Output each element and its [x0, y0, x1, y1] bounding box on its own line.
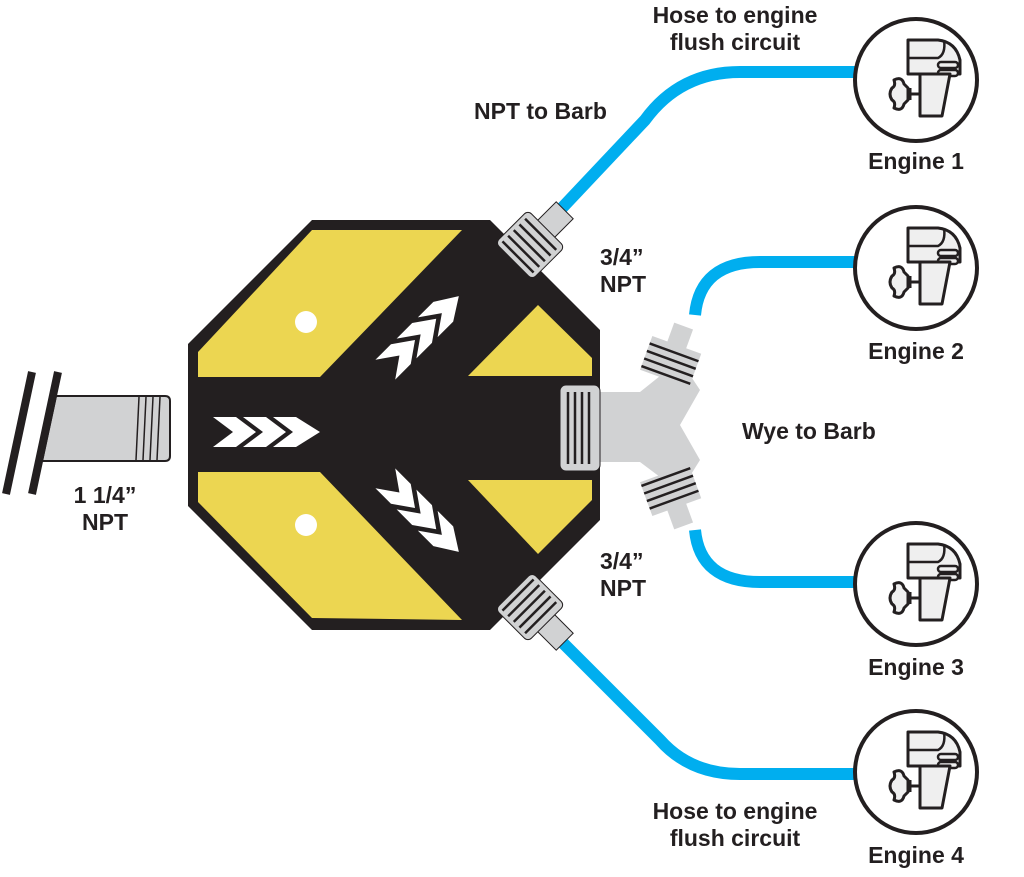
- engine-4-icon: [853, 709, 979, 835]
- hose-bottom-line-2: flush circuit: [669, 825, 801, 851]
- engine-3-label: Engine 3: [868, 654, 964, 680]
- hose-top-line-2: flush circuit: [669, 29, 801, 55]
- top-port-thread: NPT: [600, 271, 646, 297]
- engine-2-icon: [853, 205, 979, 331]
- hose-bottom-line-1: Hose to engine: [652, 798, 818, 824]
- npt-to-barb-fitting-bottom: [496, 573, 574, 651]
- engine-1-label: Engine 1: [868, 148, 964, 174]
- flow-arrows-inlet: [213, 417, 320, 447]
- top-port-size: 3/4”: [600, 244, 644, 270]
- hose-top-line-1: Hose to engine: [652, 2, 818, 28]
- wye-to-barb-fitting: [559, 322, 702, 530]
- engine-2-label: Engine 2: [868, 338, 964, 364]
- npt-to-barb-fitting-top: [496, 201, 574, 279]
- break-mark: [28, 371, 62, 495]
- bottom-port-size: 3/4”: [600, 548, 644, 574]
- top-port-label: 3/4” NPT: [600, 244, 646, 298]
- mount-hole: [295, 311, 317, 333]
- hose-engine-1: [556, 66, 866, 214]
- inlet-size: 1 1/4”: [73, 482, 137, 508]
- mount-hole: [295, 514, 317, 536]
- engine-1-icon: [853, 17, 979, 143]
- engine-4-label: Engine 4: [868, 842, 964, 868]
- bottom-port-thread: NPT: [600, 575, 646, 601]
- break-mark: [2, 371, 36, 495]
- inlet-thread: NPT: [82, 509, 128, 535]
- wye-to-barb-label: Wye to Barb: [742, 418, 876, 444]
- npt-to-barb-label: NPT to Barb: [474, 98, 607, 124]
- hose-top-label: Hose to engine flush circuit: [630, 2, 840, 56]
- hose-bottom-label: Hose to engine flush circuit: [630, 798, 840, 852]
- inlet-pipe: [2, 371, 171, 495]
- inlet-label: 1 1/4” NPT: [60, 482, 150, 536]
- hose-engine-2: [689, 256, 860, 316]
- bottom-port-label: 3/4” NPT: [600, 548, 646, 602]
- hose-engine-3: [689, 529, 860, 588]
- engine-3-icon: [853, 521, 979, 647]
- manifold-body: [188, 220, 600, 630]
- hose-engine-4: [556, 636, 866, 780]
